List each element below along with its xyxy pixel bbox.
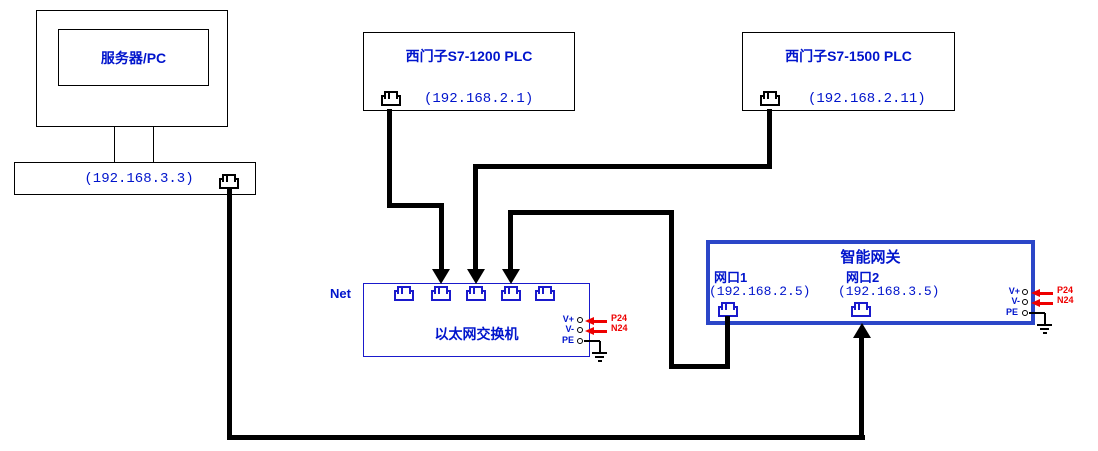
- cable-gateway-to-switch-segment: [669, 210, 674, 369]
- cable-plc1200-arrowhead-down-icon: [432, 269, 450, 284]
- switch-port-3-icon: [466, 286, 486, 301]
- cable-plc1500-arrowhead-down-icon: [467, 269, 485, 284]
- gateway-pe-label: PE: [1005, 307, 1018, 317]
- switch-port-1-icon: [394, 286, 414, 301]
- gateway-vplus-terminal-circle: [1022, 289, 1028, 295]
- gateway-n24-label: N24: [1057, 295, 1074, 305]
- switch-p24-arrow-icon: [585, 317, 607, 325]
- cable-gateway-to-switch-segment: [508, 210, 674, 215]
- server-monitor-stand: [114, 126, 154, 163]
- server-screen: 服务器/PC: [58, 29, 209, 86]
- gateway-p24-arrow-icon: [1031, 289, 1053, 297]
- gateway-port1-label: 网口1: [714, 270, 748, 285]
- switch-pe-terminal-circle: [577, 338, 583, 344]
- plc-s7-1500-ethernet-port-icon: [760, 91, 780, 106]
- gateway-port2-label: 网口2: [846, 270, 880, 285]
- switch-port-2-icon: [431, 286, 451, 301]
- switch-port-4-icon: [501, 286, 521, 301]
- cable-gateway-to-switch-segment: [669, 364, 730, 369]
- switch-net-label: Net: [330, 286, 351, 301]
- cable-plc1200-to-switch-segment: [387, 203, 444, 208]
- switch-vminus-terminal-circle: [577, 327, 583, 333]
- cable-gateway-to-switch-segment: [508, 210, 513, 270]
- switch-title: 以太网交换机: [434, 326, 519, 342]
- switch-vplus-label: V+: [562, 314, 574, 324]
- switch-ground-icon: [592, 341, 607, 362]
- cable-plc1500-to-switch-segment: [473, 164, 772, 169]
- gateway-vminus-terminal-circle: [1022, 299, 1028, 305]
- switch-vminus-label: V-: [565, 324, 574, 334]
- gateway-n24-arrow-icon: [1031, 299, 1053, 307]
- gateway-vplus-label: V+: [1008, 286, 1020, 296]
- switch-pe-wire: [584, 340, 600, 342]
- switch-n24-label: N24: [611, 323, 628, 333]
- server-ip: (192.168.3.3): [84, 171, 194, 187]
- cable-server-arrowhead-up-icon: [853, 323, 871, 338]
- cable-plc1200-to-switch-segment: [439, 203, 444, 270]
- gateway-p24-label: P24: [1057, 285, 1074, 295]
- plc-s7-1500-title: 西门子S7-1500 PLC: [785, 48, 912, 64]
- plc-s7-1200-ethernet-port-icon: [381, 91, 401, 106]
- gateway-port2-ip: (192.168.3.5): [838, 284, 940, 299]
- switch-n24-arrow-icon: [585, 327, 607, 335]
- plc-s7-1500-ip: (192.168.2.11): [808, 91, 926, 107]
- cable-gateway-to-switch-segment: [725, 316, 730, 369]
- gateway-port1-ethernet-port-icon: [718, 302, 738, 317]
- gateway-port2-ethernet-port-icon: [851, 302, 871, 317]
- server-title: 服务器/PC: [100, 49, 167, 66]
- switch-port-5-icon: [535, 286, 555, 301]
- plc-s7-1200-title: 西门子S7-1200 PLC: [405, 48, 533, 64]
- cable-plc1500-to-switch-segment: [473, 164, 478, 270]
- gateway-vminus-label: V-: [1011, 296, 1020, 306]
- switch-vplus-terminal-circle: [577, 317, 583, 323]
- server-base: [14, 162, 256, 195]
- switch-pe-label: PE: [561, 335, 574, 345]
- plc-s7-1200-ip: (192.168.2.1): [424, 91, 534, 107]
- cable-plc1200-to-switch-segment: [387, 109, 392, 208]
- gateway-port1-ip: (192.168.2.5): [709, 284, 811, 299]
- cable-server-to-gateway-segment: [227, 187, 232, 440]
- cable-server-to-gateway-segment: [859, 337, 864, 440]
- gateway-pe-terminal-circle: [1022, 310, 1028, 316]
- gateway-title: 智能网关: [840, 249, 901, 266]
- cable-server-to-gateway-segment: [227, 435, 865, 440]
- cable-gateway-arrowhead-down-icon: [502, 269, 520, 284]
- gateway-pe-wire: [1029, 312, 1045, 314]
- gateway-ground-icon: [1037, 313, 1052, 334]
- cable-plc1500-to-switch-segment: [767, 109, 772, 169]
- switch-p24-label: P24: [611, 313, 628, 323]
